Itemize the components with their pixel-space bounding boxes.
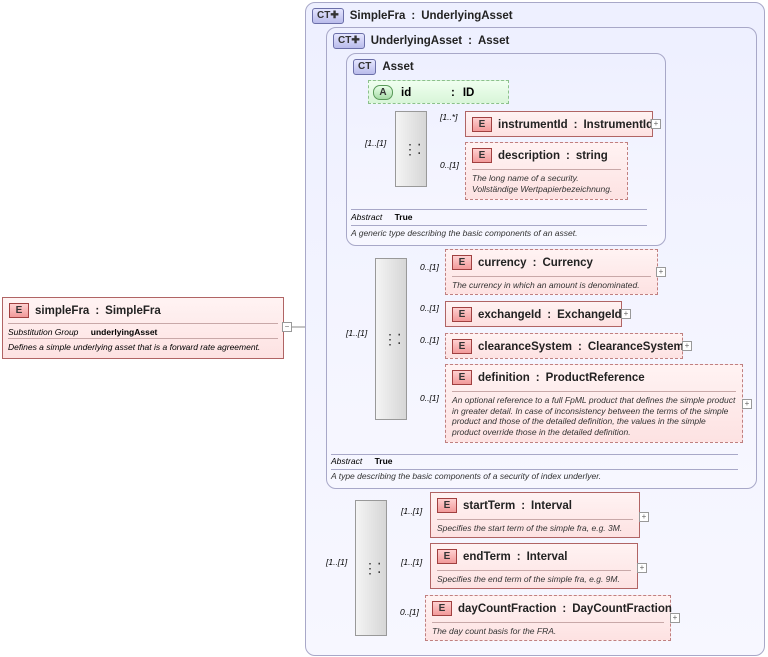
element-definition[interactable]: E definition : ProductReference An optio… bbox=[445, 364, 743, 443]
abstract-label: Abstract bbox=[351, 212, 383, 222]
element-name: instrumentId bbox=[498, 118, 568, 131]
element-type: ProductReference bbox=[545, 371, 645, 384]
element-doc: Specifies the end term of the simple fra… bbox=[437, 570, 631, 585]
ct-name: SimpleFra bbox=[349, 10, 406, 22]
ct-name: UnderlyingAsset bbox=[370, 35, 463, 47]
element-doc: An optional reference to a full FpML pro… bbox=[452, 391, 736, 437]
element-simpleFra[interactable]: E simpleFra : SimpleFra Substitution Gro… bbox=[2, 297, 284, 359]
attribute-type: ID bbox=[462, 86, 475, 99]
cardinality-exchangeId: 0..[1] bbox=[420, 303, 439, 313]
element-name: exchangeId bbox=[478, 308, 542, 321]
ct-badge: CT bbox=[353, 59, 377, 75]
element-doc: The currency in which an amount is denom… bbox=[452, 276, 651, 291]
element-name: definition bbox=[478, 371, 530, 384]
element-type: SimpleFra bbox=[105, 304, 161, 317]
element-startTerm[interactable]: E startTerm : Interval Specifies the sta… bbox=[430, 492, 640, 538]
sequence-icon: ⋮⁚ bbox=[403, 141, 422, 157]
element-dayCountFraction[interactable]: E dayCountFraction : DayCountFraction Th… bbox=[425, 595, 672, 641]
substitution-group-label: Substitution Group bbox=[8, 327, 79, 337]
element-badge: E bbox=[472, 117, 492, 132]
element-name: endTerm bbox=[463, 550, 511, 563]
abstract-value: True bbox=[394, 212, 413, 222]
element-type: Interval bbox=[526, 550, 568, 563]
cardinality-startTerm: [1..[1] bbox=[401, 506, 423, 516]
element-name: dayCountFraction bbox=[458, 602, 557, 615]
element-badge: E bbox=[437, 498, 457, 513]
sequence-icon: ⋮⁚ bbox=[383, 331, 402, 347]
ct-name: Asset bbox=[382, 61, 414, 73]
expand-toggle[interactable]: + bbox=[742, 399, 752, 409]
element-type: string bbox=[575, 149, 608, 162]
element-badge: E bbox=[437, 549, 457, 564]
element-instrumentId[interactable]: E instrumentId : InstrumentId bbox=[465, 111, 653, 137]
cardinality-endTerm: [1..[1] bbox=[401, 557, 423, 567]
cardinality-definition: 0..[1] bbox=[420, 393, 439, 403]
ct-description: A type describing the basic components o… bbox=[331, 471, 602, 481]
element-currency[interactable]: E currency : Currency The currency in wh… bbox=[445, 249, 658, 295]
element-type: Currency bbox=[542, 256, 593, 269]
substitution-group-value: underlyingAsset bbox=[90, 327, 158, 337]
cardinality-currency: 0..[1] bbox=[420, 262, 439, 272]
ct-badge: CT✚ bbox=[333, 33, 365, 49]
ct-badge: CT✚ bbox=[312, 8, 344, 24]
cardinality-underlying-seq: [1..[1] bbox=[346, 328, 368, 338]
element-badge: E bbox=[472, 148, 492, 163]
cardinality-instrumentId: [1..*] bbox=[440, 112, 458, 122]
expand-toggle[interactable]: + bbox=[651, 119, 661, 129]
element-badge: E bbox=[452, 307, 472, 322]
element-clearanceSystem[interactable]: E clearanceSystem : ClearanceSystem bbox=[445, 333, 684, 359]
element-type: ExchangeId bbox=[557, 308, 622, 321]
expand-toggle[interactable]: + bbox=[656, 267, 666, 277]
ct-base: Asset bbox=[477, 35, 510, 47]
ct-base: UnderlyingAsset bbox=[421, 10, 513, 22]
sequence-compositor-underlying[interactable]: ⋮⁚ bbox=[375, 258, 407, 420]
collapse-toggle[interactable]: − bbox=[282, 322, 292, 332]
element-doc: Specifies the start term of the simple f… bbox=[437, 519, 633, 534]
cardinality-description: 0..[1] bbox=[440, 160, 459, 170]
element-type: ClearanceSystem bbox=[587, 340, 684, 353]
element-name: simpleFra bbox=[35, 304, 90, 317]
element-doc: The long name of a security. Vollständig… bbox=[472, 169, 621, 194]
element-badge: E bbox=[9, 303, 29, 318]
sequence-compositor-simplefra[interactable]: ⋮⁚ bbox=[355, 500, 387, 636]
attribute-id[interactable]: A id : ID bbox=[368, 80, 509, 104]
expand-toggle[interactable]: + bbox=[621, 309, 631, 319]
element-doc: The day count basis for the FRA. bbox=[432, 622, 664, 637]
expand-toggle[interactable]: + bbox=[682, 341, 692, 351]
element-type: InstrumentId bbox=[583, 118, 654, 131]
element-endTerm[interactable]: E endTerm : Interval Specifies the end t… bbox=[430, 543, 638, 589]
sequence-compositor-asset[interactable]: ⋮⁚ bbox=[395, 111, 427, 187]
element-badge: E bbox=[432, 601, 452, 616]
element-badge: E bbox=[452, 370, 472, 385]
element-description: Defines a simple underlying asset that i… bbox=[8, 342, 261, 352]
abstract-label: Abstract bbox=[331, 456, 363, 466]
element-type: Interval bbox=[531, 499, 572, 512]
element-name: clearanceSystem bbox=[478, 340, 572, 353]
cardinality-asset-seq: [1..[1] bbox=[365, 138, 387, 148]
cardinality-dayCountFraction: 0..[1] bbox=[400, 607, 419, 617]
cardinality-simplefra-seq: [1..[1] bbox=[326, 557, 348, 567]
element-type: DayCountFraction bbox=[572, 602, 672, 615]
element-exchangeId[interactable]: E exchangeId : ExchangeId bbox=[445, 301, 622, 327]
cardinality-clearanceSystem: 0..[1] bbox=[420, 335, 439, 345]
attribute-name: id bbox=[401, 86, 412, 99]
element-badge: E bbox=[452, 339, 472, 354]
element-name: startTerm bbox=[463, 499, 516, 512]
element-badge: E bbox=[452, 255, 472, 270]
expand-toggle[interactable]: + bbox=[637, 563, 647, 573]
element-description[interactable]: E description : string The long name of … bbox=[465, 142, 628, 200]
element-name: description bbox=[498, 149, 560, 162]
expand-toggle[interactable]: + bbox=[639, 512, 649, 522]
element-name: currency bbox=[478, 256, 527, 269]
sequence-icon: ⋮⁚ bbox=[363, 560, 382, 576]
ct-description: A generic type describing the basic comp… bbox=[351, 228, 578, 238]
abstract-value: True bbox=[374, 456, 393, 466]
attribute-badge: A bbox=[373, 85, 393, 100]
expand-toggle[interactable]: + bbox=[670, 613, 680, 623]
